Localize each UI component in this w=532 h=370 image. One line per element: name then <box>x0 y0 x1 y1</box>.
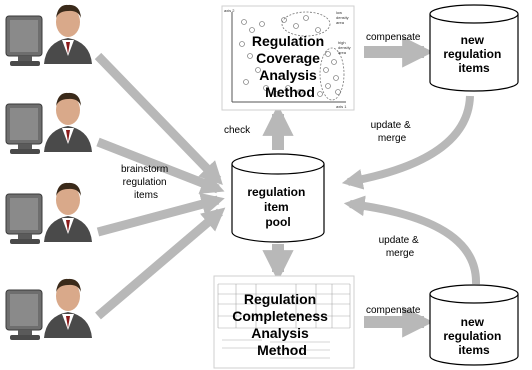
pool-label: regulation item pool <box>247 185 308 229</box>
arrow-person3-to-pool <box>96 192 225 237</box>
person-icon <box>5 92 93 155</box>
arrow-person1-to-pool <box>94 52 223 186</box>
person-icon <box>5 4 93 67</box>
brainstorm-people <box>5 4 93 341</box>
completeness-table-grid <box>217 283 351 359</box>
arrow-update-merge-top <box>341 95 474 190</box>
compensate-top-label: compensate <box>366 32 421 43</box>
update-merge-bottom-label: update & merge <box>379 235 422 259</box>
new-items-bottom-label: new regulation items <box>443 315 504 357</box>
arrows <box>94 36 481 338</box>
completeness-method-title: Regulation Completeness Analysis Method <box>232 291 332 358</box>
compensate-bottom-label: compensate <box>366 305 421 316</box>
new-items-top-label: new regulation items <box>443 33 504 75</box>
coverage-method-title: Regulation Coverage Analysis Method <box>252 33 328 100</box>
regulation-item-pool-cylinder: regulation item pool <box>231 153 325 243</box>
update-merge-top-label: update & merge <box>371 120 414 144</box>
arrow-person2-to-pool <box>96 137 225 194</box>
chart-axis-y-label: axis 2 <box>224 8 235 13</box>
person-icon <box>5 182 93 245</box>
arrow-person4-to-pool <box>95 207 226 320</box>
low-density-label: low density area <box>336 10 350 25</box>
new-items-bottom-cylinder: new regulation items <box>429 284 519 366</box>
arrow-update-merge-bottom <box>343 195 481 285</box>
coverage-analysis-panel: axis 2 axis 1 low density area high dens… <box>221 5 355 111</box>
person-icon <box>5 278 93 341</box>
new-items-top-cylinder: new regulation items <box>429 4 519 92</box>
brainstorm-label: brainstorm regulation items <box>121 164 171 201</box>
completeness-analysis-panel: Regulation Completeness Analysis Method <box>213 275 355 369</box>
chart-axis-x-label: axis 1 <box>336 104 347 109</box>
check-label: check <box>224 125 251 136</box>
high-density-label: high density area <box>338 40 352 55</box>
